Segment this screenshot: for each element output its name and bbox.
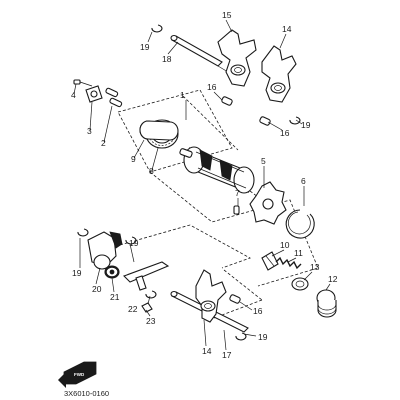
circlip-19-lower-left bbox=[77, 228, 89, 237]
clip-22 bbox=[145, 290, 157, 299]
callout-6: 6 bbox=[301, 176, 306, 186]
stopper-bolt-10 bbox=[261, 251, 279, 271]
bolt-23 bbox=[141, 302, 153, 313]
plug-12 bbox=[316, 289, 337, 318]
leader-lines bbox=[73, 19, 331, 351]
circlip-19-right bbox=[289, 116, 301, 125]
callout-4: 4 bbox=[71, 90, 76, 100]
shift-fork-14-upper bbox=[261, 45, 297, 103]
bearing-collar-9 bbox=[139, 120, 179, 141]
circlip-19-upper-left bbox=[151, 24, 163, 33]
callout-labels: 1 2 3 4 5 6 7 8 9 10 11 12 13 14 14 15 1… bbox=[71, 10, 338, 360]
circlip-6 bbox=[285, 209, 315, 239]
shift-fork-15 bbox=[217, 29, 257, 87]
guide-pin-16-upper bbox=[221, 96, 233, 106]
callout-19-right: 19 bbox=[301, 120, 311, 130]
callout-23: 23 bbox=[146, 316, 156, 326]
callout-20: 20 bbox=[92, 284, 102, 294]
callout-11: 11 bbox=[294, 248, 303, 258]
callout-21: 21 bbox=[110, 292, 120, 302]
front-direction-badge: FWD bbox=[58, 361, 97, 388]
callout-8: 8 bbox=[149, 166, 154, 176]
callout-19-lower-right: 19 bbox=[258, 332, 268, 342]
callout-7: 7 bbox=[235, 188, 240, 198]
screw-4 bbox=[73, 79, 93, 87]
callout-2: 2 bbox=[101, 138, 106, 148]
callout-16-upper: 16 bbox=[207, 82, 217, 92]
assembly-boundary-lines bbox=[117, 89, 319, 319]
pins-2 bbox=[105, 87, 123, 108]
shift-lever-20 bbox=[87, 231, 123, 270]
callout-14-upper: 14 bbox=[282, 24, 292, 34]
callout-5: 5 bbox=[261, 156, 266, 166]
callout-12: 12 bbox=[328, 274, 338, 284]
callout-14-lower: 14 bbox=[202, 346, 212, 356]
callout-1: 1 bbox=[180, 90, 185, 100]
callout-16-middle: 16 bbox=[280, 128, 290, 138]
segment-plate-3 bbox=[85, 85, 103, 103]
callout-19-lower-mid: 19 bbox=[129, 238, 139, 248]
callout-18: 18 bbox=[162, 54, 172, 64]
guide-pin-16-middle bbox=[259, 116, 271, 126]
callout-22: 22 bbox=[128, 304, 138, 314]
callout-9: 9 bbox=[131, 154, 136, 164]
shift-fork-14-lower bbox=[195, 269, 227, 323]
circlip-19-lower-mid bbox=[125, 236, 137, 245]
spring-21 bbox=[104, 265, 120, 279]
shift-cam-segment-5 bbox=[249, 181, 287, 225]
callout-15: 15 bbox=[222, 10, 232, 20]
front-badge-label: FWD bbox=[74, 372, 85, 377]
callout-17: 17 bbox=[222, 350, 232, 360]
shift-drum-7 bbox=[179, 146, 255, 194]
callout-13: 13 bbox=[310, 262, 320, 272]
callout-10: 10 bbox=[280, 240, 290, 250]
callout-3: 3 bbox=[87, 126, 92, 136]
callout-19-upper-left: 19 bbox=[140, 42, 150, 52]
stopper-spring-11 bbox=[275, 256, 302, 270]
callout-19-lower-left: 19 bbox=[72, 268, 82, 278]
drawing-code: 3X6010-0160 bbox=[64, 389, 109, 398]
drum-pin-7 bbox=[233, 205, 240, 215]
lever-arm bbox=[123, 261, 170, 291]
washer-13 bbox=[291, 277, 309, 291]
guide-pin-16-lower bbox=[229, 294, 241, 304]
callout-16-lower: 16 bbox=[253, 306, 263, 316]
